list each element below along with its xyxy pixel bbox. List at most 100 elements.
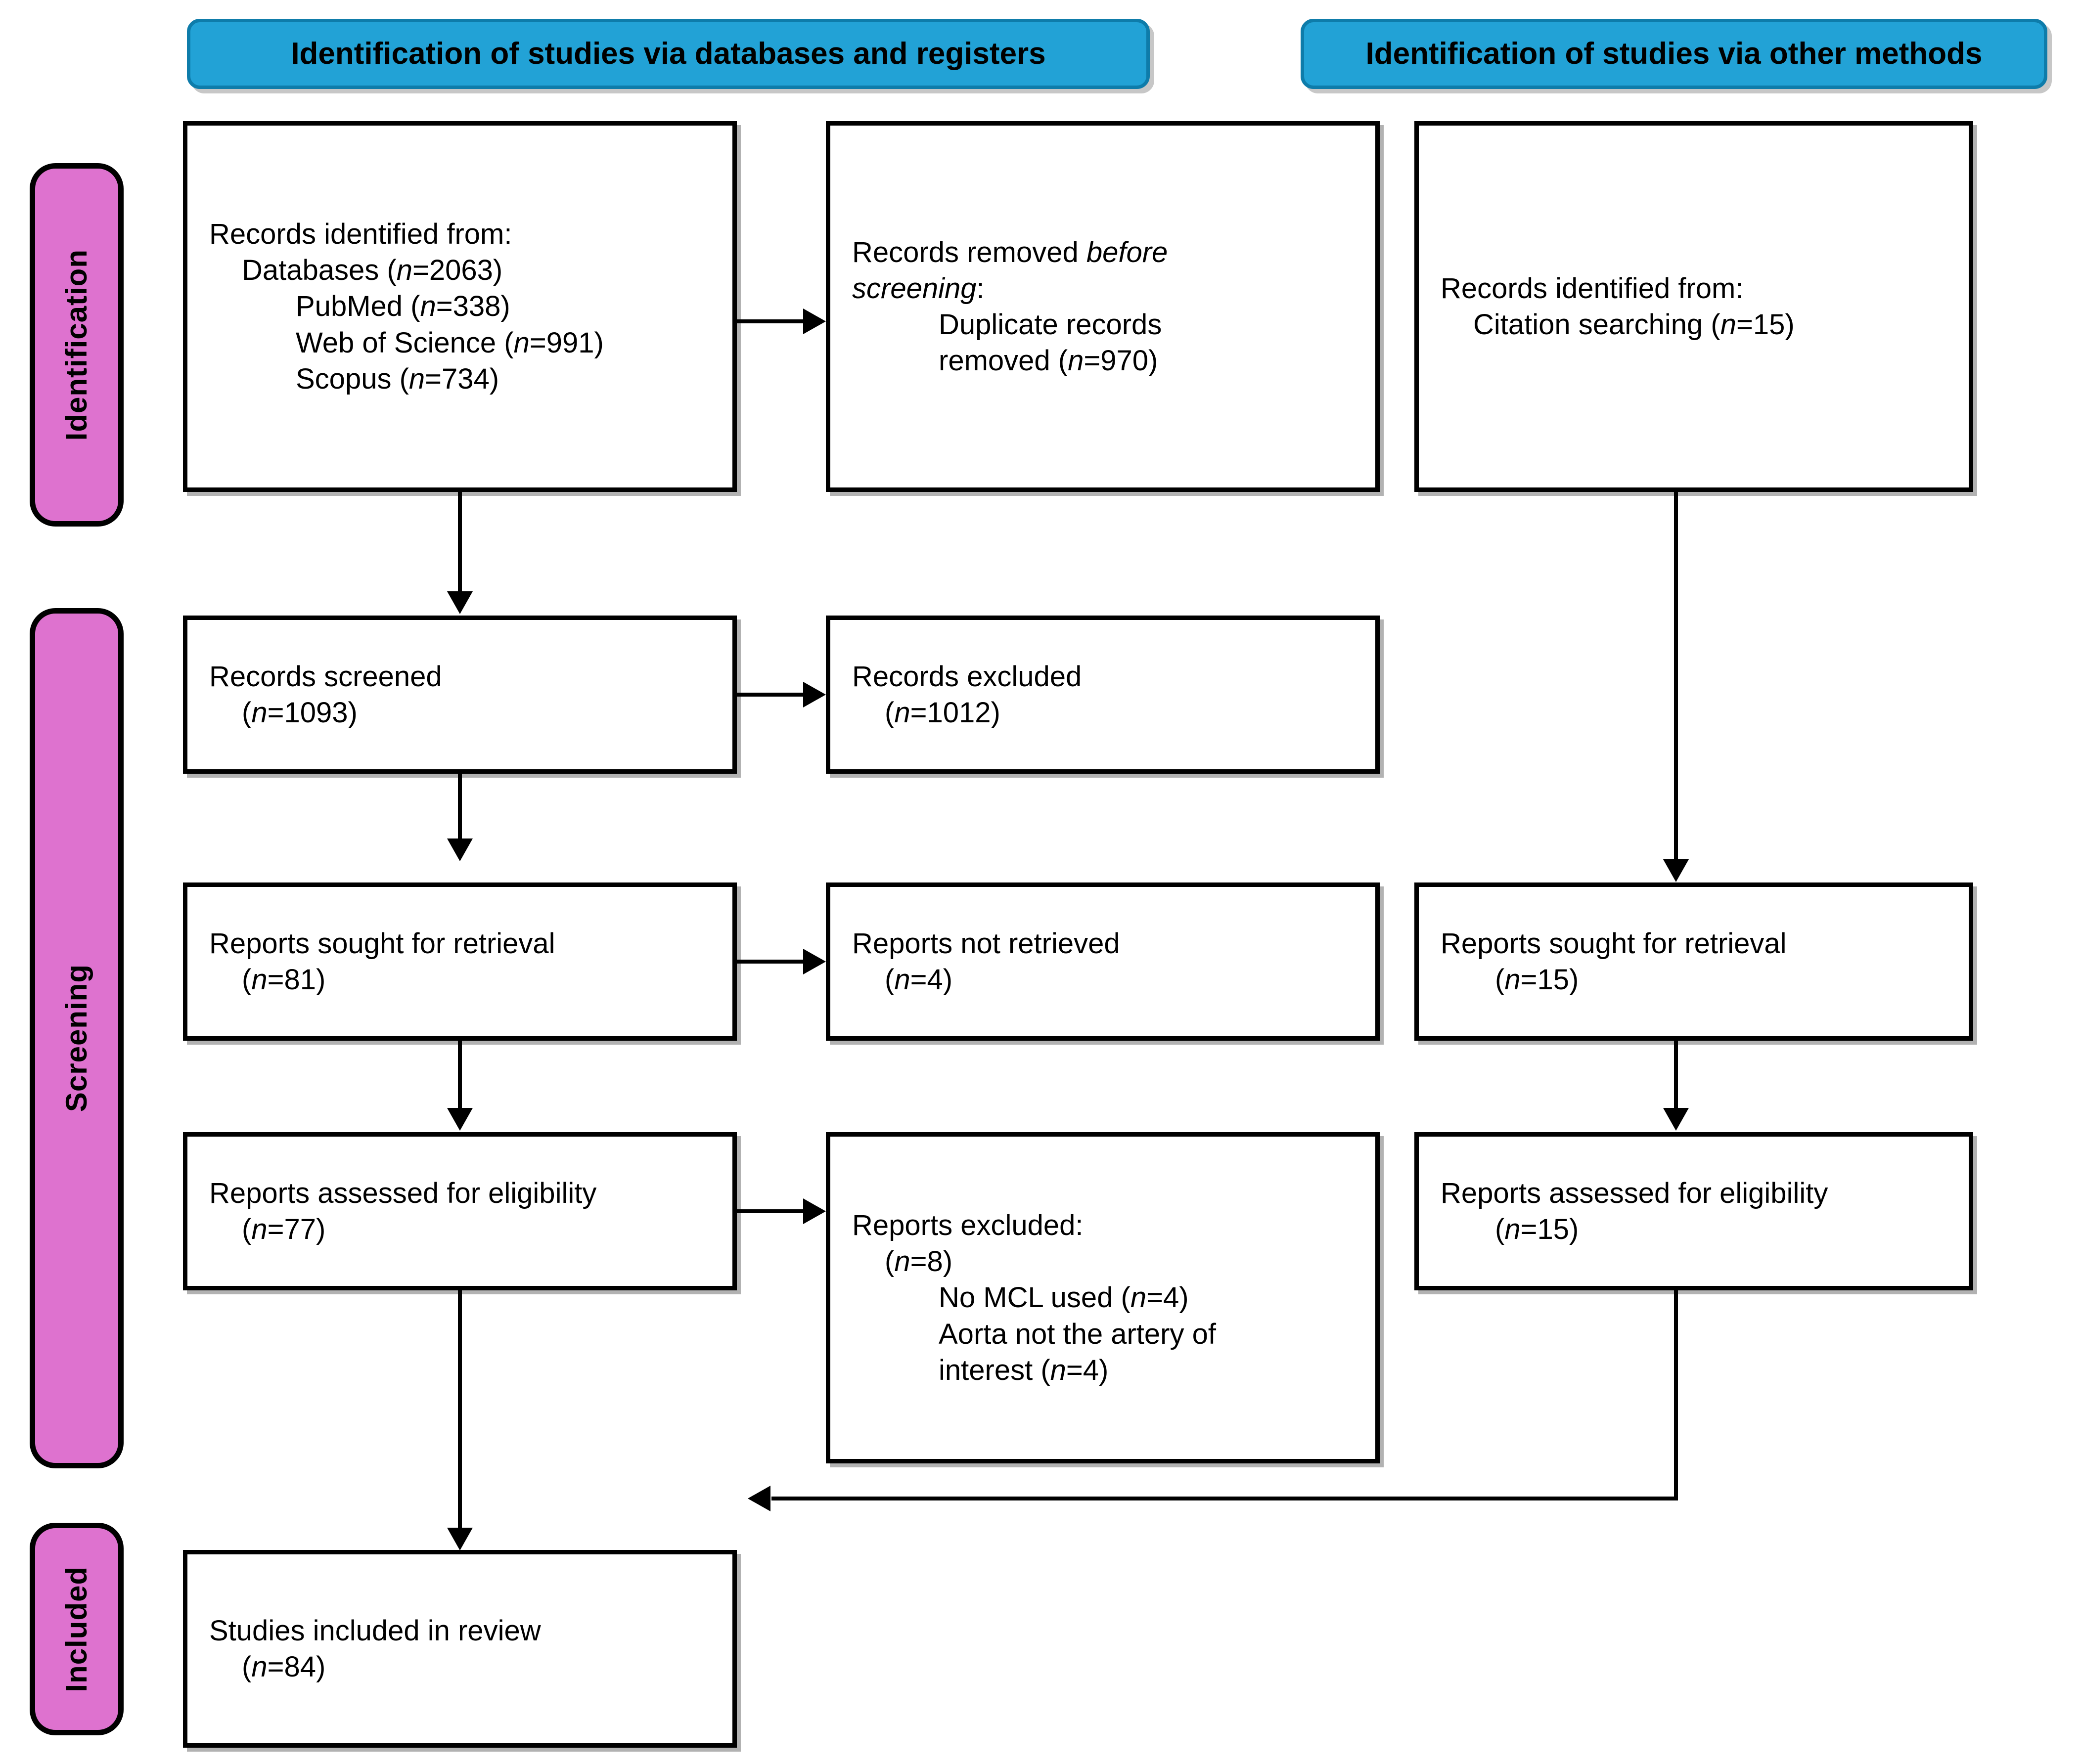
records-identified-line-1: Records identified from: [209, 218, 512, 251]
box-records-identified-other: Records identified from: Citation search… [1414, 121, 1973, 492]
rex-l2-text: ( [885, 697, 895, 729]
box-reports-sought-other: Reports sought for retrieval (n=15) [1414, 882, 1973, 1041]
arrowhead-other-to-included [748, 1486, 770, 1511]
arrowhead-other-sought-to-assessed [1663, 1108, 1689, 1131]
rso-l2-n: n [251, 964, 268, 996]
box-records-removed-before-screening: Records removed before screening: Duplic… [826, 121, 1380, 492]
records-removed-line-2: screening: [852, 270, 1354, 307]
connector-sought-to-assessed [458, 1041, 462, 1110]
rso-l2-text: ( [242, 964, 252, 996]
rid-l2-v: =2063) [412, 254, 503, 287]
connector-other-assessed-down [1674, 1290, 1678, 1500]
rxc-l2-n: n [894, 1245, 910, 1278]
arrowhead-other-identified-to-sought [1663, 859, 1689, 882]
banner-other-label: Identification of studies via other meth… [1365, 37, 1983, 71]
reports-excluded-line-5: interest (n=4) [852, 1352, 1354, 1388]
connector-assessed-to-excluded [737, 1209, 806, 1213]
rio-l2-text: Citation searching ( [1473, 309, 1720, 341]
connector-screened-to-excluded [737, 693, 806, 697]
arrowhead-sought-to-notretrieved [803, 949, 826, 974]
records-identified-line-3: PubMed (n=338) [209, 288, 711, 324]
arrowhead-screened-to-excluded [803, 682, 826, 707]
sic-l2-text: ( [242, 1651, 252, 1683]
arrowhead-assessed-to-included [447, 1528, 473, 1550]
rrm-l4-v: =970) [1084, 345, 1158, 377]
reports-assessed-line-1: Reports assessed for eligibility [209, 1177, 597, 1209]
reports-assessed-other-line-2: (n=15) [1441, 1211, 1947, 1247]
ras-l2-text: ( [242, 1213, 252, 1245]
connector-identified-to-removed [737, 319, 806, 323]
reports-sought-line-2: (n=81) [209, 962, 711, 998]
reports-excluded-line-3: No MCL used (n=4) [852, 1279, 1354, 1316]
rxc-l5-v: =4) [1066, 1354, 1109, 1386]
box-reports-assessed-other: Reports assessed for eligibility (n=15) [1414, 1132, 1973, 1290]
records-removed-line-3: Duplicate records [939, 309, 1162, 341]
reports-excluded-line-2: (n=8) [852, 1243, 1354, 1279]
rxc-l5-n: n [1050, 1354, 1066, 1386]
rsoo-l2-v: =15) [1520, 964, 1579, 996]
box-reports-sought-databases: Reports sought for retrieval (n=81) [183, 882, 737, 1041]
records-excluded-line-2: (n=1012) [852, 695, 1354, 731]
connector-other-sought-to-assessed [1674, 1041, 1678, 1110]
arrowhead-identified-to-removed [803, 309, 826, 334]
records-identified-line-4: Web of Science (n=991) [209, 325, 711, 361]
sic-l2-v: =84) [267, 1651, 326, 1683]
rsc-l2-text: ( [242, 697, 252, 729]
records-identified-other-line-1: Records identified from: [1441, 272, 1744, 305]
rsc-l2-v: =1093) [267, 697, 358, 729]
phase-bar-included: Included [30, 1523, 124, 1735]
reports-sought-line-1: Reports sought for retrieval [209, 927, 555, 960]
rid-l4-n: n [513, 326, 530, 359]
records-removed-line-1: Records removed before [852, 234, 1354, 270]
phase-bar-identification: Identification [30, 163, 124, 527]
records-screened-line-1: Records screened [209, 660, 442, 693]
rex-l2-n: n [894, 697, 910, 729]
reports-not-retrieved-line-1: Reports not retrieved [852, 927, 1120, 960]
rsc-l2-n: n [251, 697, 268, 729]
reports-excluded-line-1: Reports excluded: [852, 1209, 1084, 1242]
reports-sought-other-line-1: Reports sought for retrieval [1441, 927, 1787, 960]
rxc-l5-text: interest ( [939, 1354, 1050, 1386]
rio-l2-v: =15) [1736, 309, 1795, 341]
box-reports-excluded: Reports excluded: (n=8) No MCL used (n=4… [826, 1132, 1380, 1463]
rid-l3-text: PubMed ( [296, 290, 420, 323]
arrowhead-identified-to-screened [447, 591, 473, 614]
studies-included-line-1: Studies included in review [209, 1614, 541, 1647]
rio-l2-n: n [1720, 309, 1736, 341]
box-reports-not-retrieved: Reports not retrieved (n=4) [826, 882, 1380, 1041]
rrm-l1-text: Records removed [852, 236, 1086, 268]
rid-l5-text: Scopus ( [296, 362, 409, 395]
banner-databases-registers: Identification of studies via databases … [187, 19, 1150, 89]
box-reports-assessed-databases: Reports assessed for eligibility (n=77) [183, 1132, 737, 1290]
studies-included-line-2: (n=84) [209, 1649, 711, 1685]
records-screened-line-2: (n=1093) [209, 695, 711, 731]
rid-l2-n: n [396, 254, 412, 287]
connector-other-assessed-to-included [771, 1497, 1678, 1500]
rrm-l4-n: n [1068, 345, 1084, 377]
raso-l2-v: =15) [1520, 1213, 1579, 1245]
rnr-l2-n: n [894, 964, 910, 996]
reports-sought-other-line-2: (n=15) [1441, 962, 1947, 998]
raso-l2-text: ( [1495, 1213, 1505, 1245]
reports-excluded-line-4: Aorta not the artery of [939, 1318, 1216, 1350]
rid-l5-n: n [408, 362, 425, 395]
arrowhead-assessed-to-excluded [803, 1198, 826, 1224]
box-records-identified-databases: Records identified from: Databases (n=20… [183, 121, 737, 492]
rsoo-l2-n: n [1504, 964, 1521, 996]
rid-l5-v: =734) [425, 362, 499, 395]
arrowhead-sought-to-assessed [447, 1108, 473, 1131]
rid-l3-v: =338) [436, 290, 510, 323]
connector-screened-to-sought [458, 774, 462, 840]
rrm-l4-text: removed ( [939, 345, 1068, 377]
rid-l4-v: =991) [529, 326, 604, 359]
phase-label-screening: Screening [60, 964, 93, 1112]
connector-sought-to-notretrieved [737, 960, 806, 964]
records-identified-line-2: Databases (n=2063) [209, 252, 711, 288]
rid-l2-text: Databases ( [242, 254, 397, 287]
connector-assessed-to-included [458, 1290, 462, 1530]
phase-bar-screening: Screening [30, 608, 124, 1468]
arrowhead-screened-to-sought [447, 838, 473, 861]
box-studies-included: Studies included in review (n=84) [183, 1550, 737, 1748]
records-identified-line-5: Scopus (n=734) [209, 361, 711, 397]
sic-l2-n: n [251, 1651, 268, 1683]
